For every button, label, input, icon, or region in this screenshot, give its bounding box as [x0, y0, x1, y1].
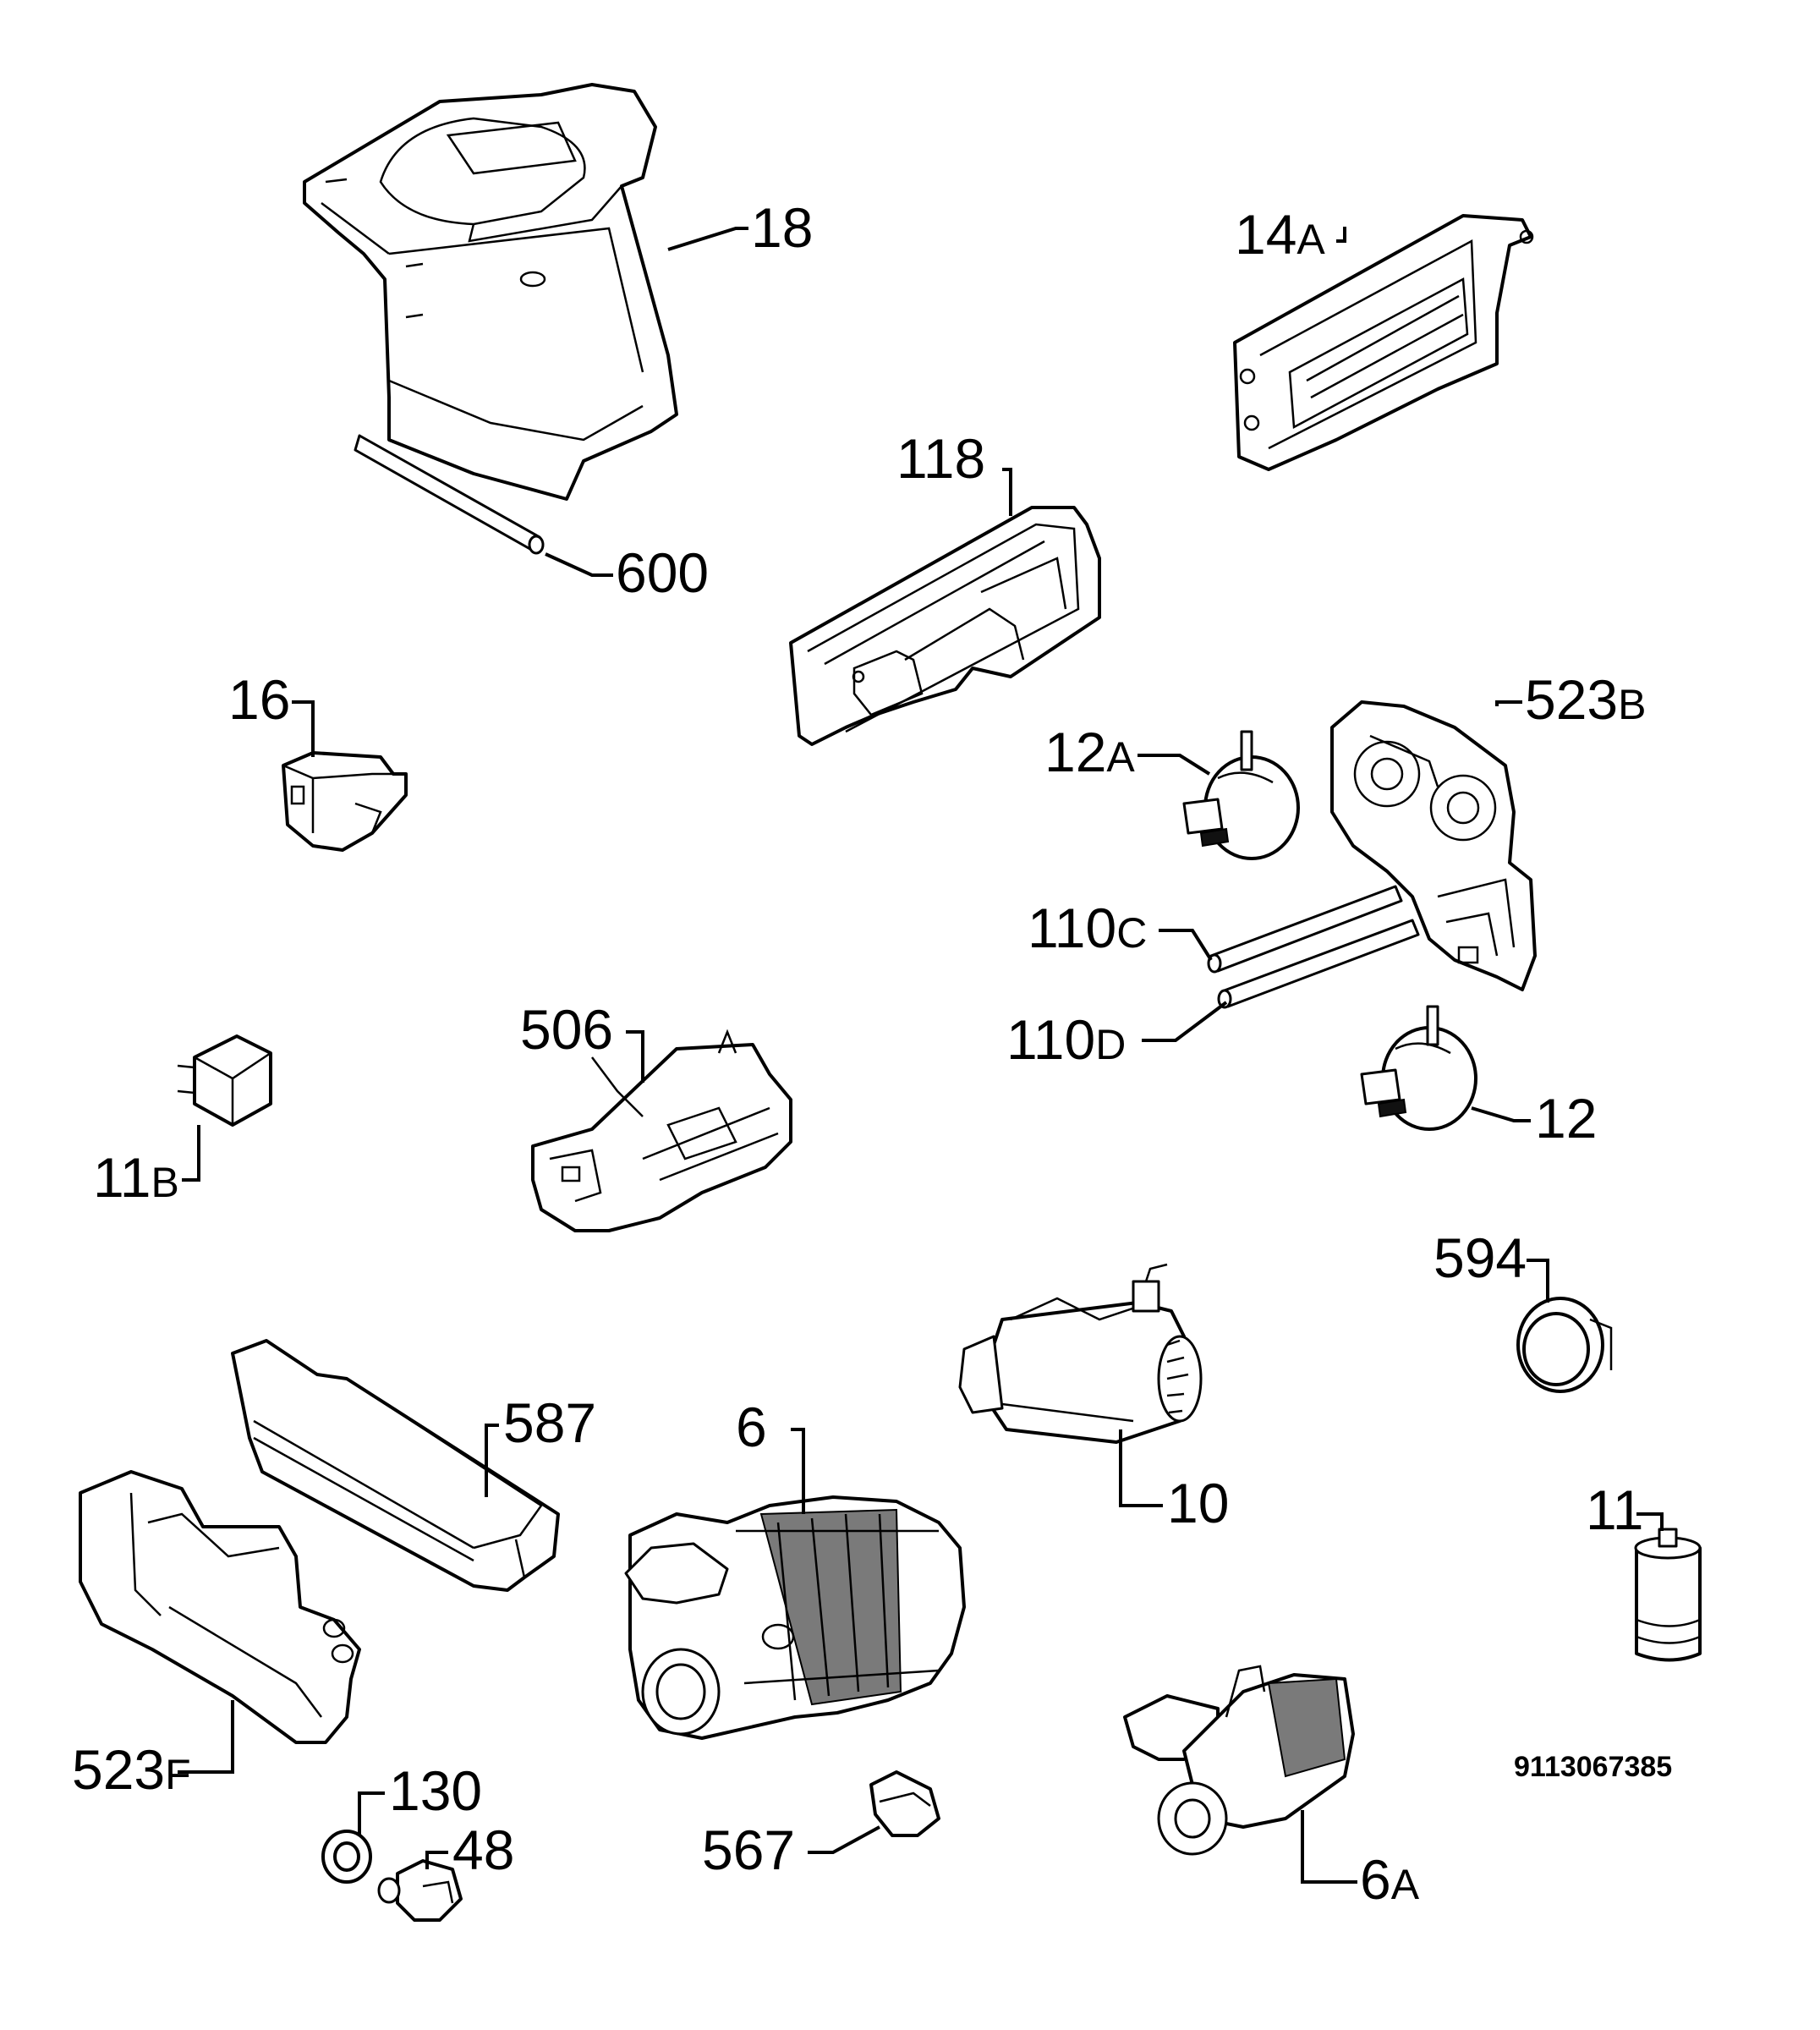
- part-587-cover: [231, 1339, 560, 1592]
- label-110d: 110D: [1006, 1008, 1126, 1071]
- label-118: 118: [896, 427, 985, 490]
- label-11b: 11B: [93, 1146, 179, 1209]
- part-567-clip: [869, 1770, 940, 1837]
- leader-48: [425, 1851, 448, 1869]
- label-594: 594: [1434, 1226, 1527, 1289]
- leader-11: [1636, 1512, 1664, 1531]
- part-10-heater: [958, 1263, 1203, 1444]
- part-523f-cover: [79, 1470, 361, 1744]
- leader-567: [808, 1825, 880, 1854]
- part-118-panel: [789, 506, 1101, 746]
- label-12: 12: [1535, 1087, 1597, 1149]
- part-11b-relay: [177, 1034, 272, 1127]
- label-600: 600: [616, 541, 709, 604]
- leader-18: [667, 227, 748, 251]
- label-12a: 12A: [1044, 721, 1135, 783]
- part-594-cap: [1516, 1297, 1613, 1393]
- leader-10: [1119, 1429, 1163, 1507]
- leader-16: [292, 700, 315, 757]
- leader-523b: [1495, 700, 1522, 706]
- label-6a: 6A: [1360, 1848, 1420, 1911]
- leader-523f: [178, 1700, 234, 1774]
- part-12a-pressure-switch: [1182, 730, 1300, 860]
- leader-118: [1002, 468, 1012, 516]
- part-16-switch: [282, 751, 408, 852]
- label-523b: 523B: [1525, 668, 1646, 731]
- leader-130: [358, 1791, 385, 1835]
- leader-587: [485, 1424, 499, 1497]
- part-11-capacitor: [1634, 1528, 1702, 1662]
- label-11: 11: [1586, 1479, 1644, 1541]
- part-labels: 18 14A 600 118 16 523B 12A 110C 110D 506…: [72, 196, 1672, 1911]
- part-600-strip: [354, 434, 545, 555]
- label-6: 6: [736, 1396, 767, 1458]
- part-130-ring: [321, 1830, 372, 1884]
- label-48: 48: [452, 1819, 514, 1881]
- label-506: 506: [520, 998, 613, 1061]
- leader-6a: [1301, 1810, 1357, 1884]
- leader-12: [1471, 1106, 1531, 1122]
- part-6-motor-pump: [624, 1495, 966, 1740]
- drawing-code: 9113067385: [1514, 1751, 1672, 1783]
- leader-594: [1527, 1259, 1549, 1303]
- leader-110d: [1142, 1001, 1228, 1042]
- label-130: 130: [389, 1759, 482, 1822]
- leader-14a: [1336, 227, 1346, 243]
- part-110d-tube: [1217, 919, 1420, 1009]
- label-110c: 110C: [1028, 897, 1147, 959]
- leader-11b: [182, 1125, 200, 1182]
- part-523b-sump: [1330, 700, 1537, 991]
- label-523f: 523F: [72, 1738, 191, 1801]
- leader-lines: [178, 227, 1664, 1884]
- label-567: 567: [702, 1819, 795, 1881]
- leader-600: [545, 552, 613, 577]
- label-14a: 14A: [1235, 203, 1325, 266]
- part-506-softener: [531, 1029, 792, 1232]
- leader-110c: [1159, 929, 1213, 962]
- label-587: 587: [503, 1391, 596, 1454]
- label-18: 18: [751, 196, 813, 259]
- part-12-pressure-switch: [1360, 1005, 1477, 1131]
- label-10: 10: [1167, 1472, 1229, 1534]
- leader-6: [791, 1428, 805, 1514]
- part-6a-drain-pump: [1123, 1665, 1355, 1856]
- part-48-plug: [377, 1859, 463, 1922]
- part-18-duct: [303, 83, 678, 501]
- label-16: 16: [228, 668, 290, 731]
- leader-506: [626, 1030, 644, 1083]
- part-14a-control-board: [1233, 214, 1534, 471]
- leader-12a: [1138, 754, 1211, 776]
